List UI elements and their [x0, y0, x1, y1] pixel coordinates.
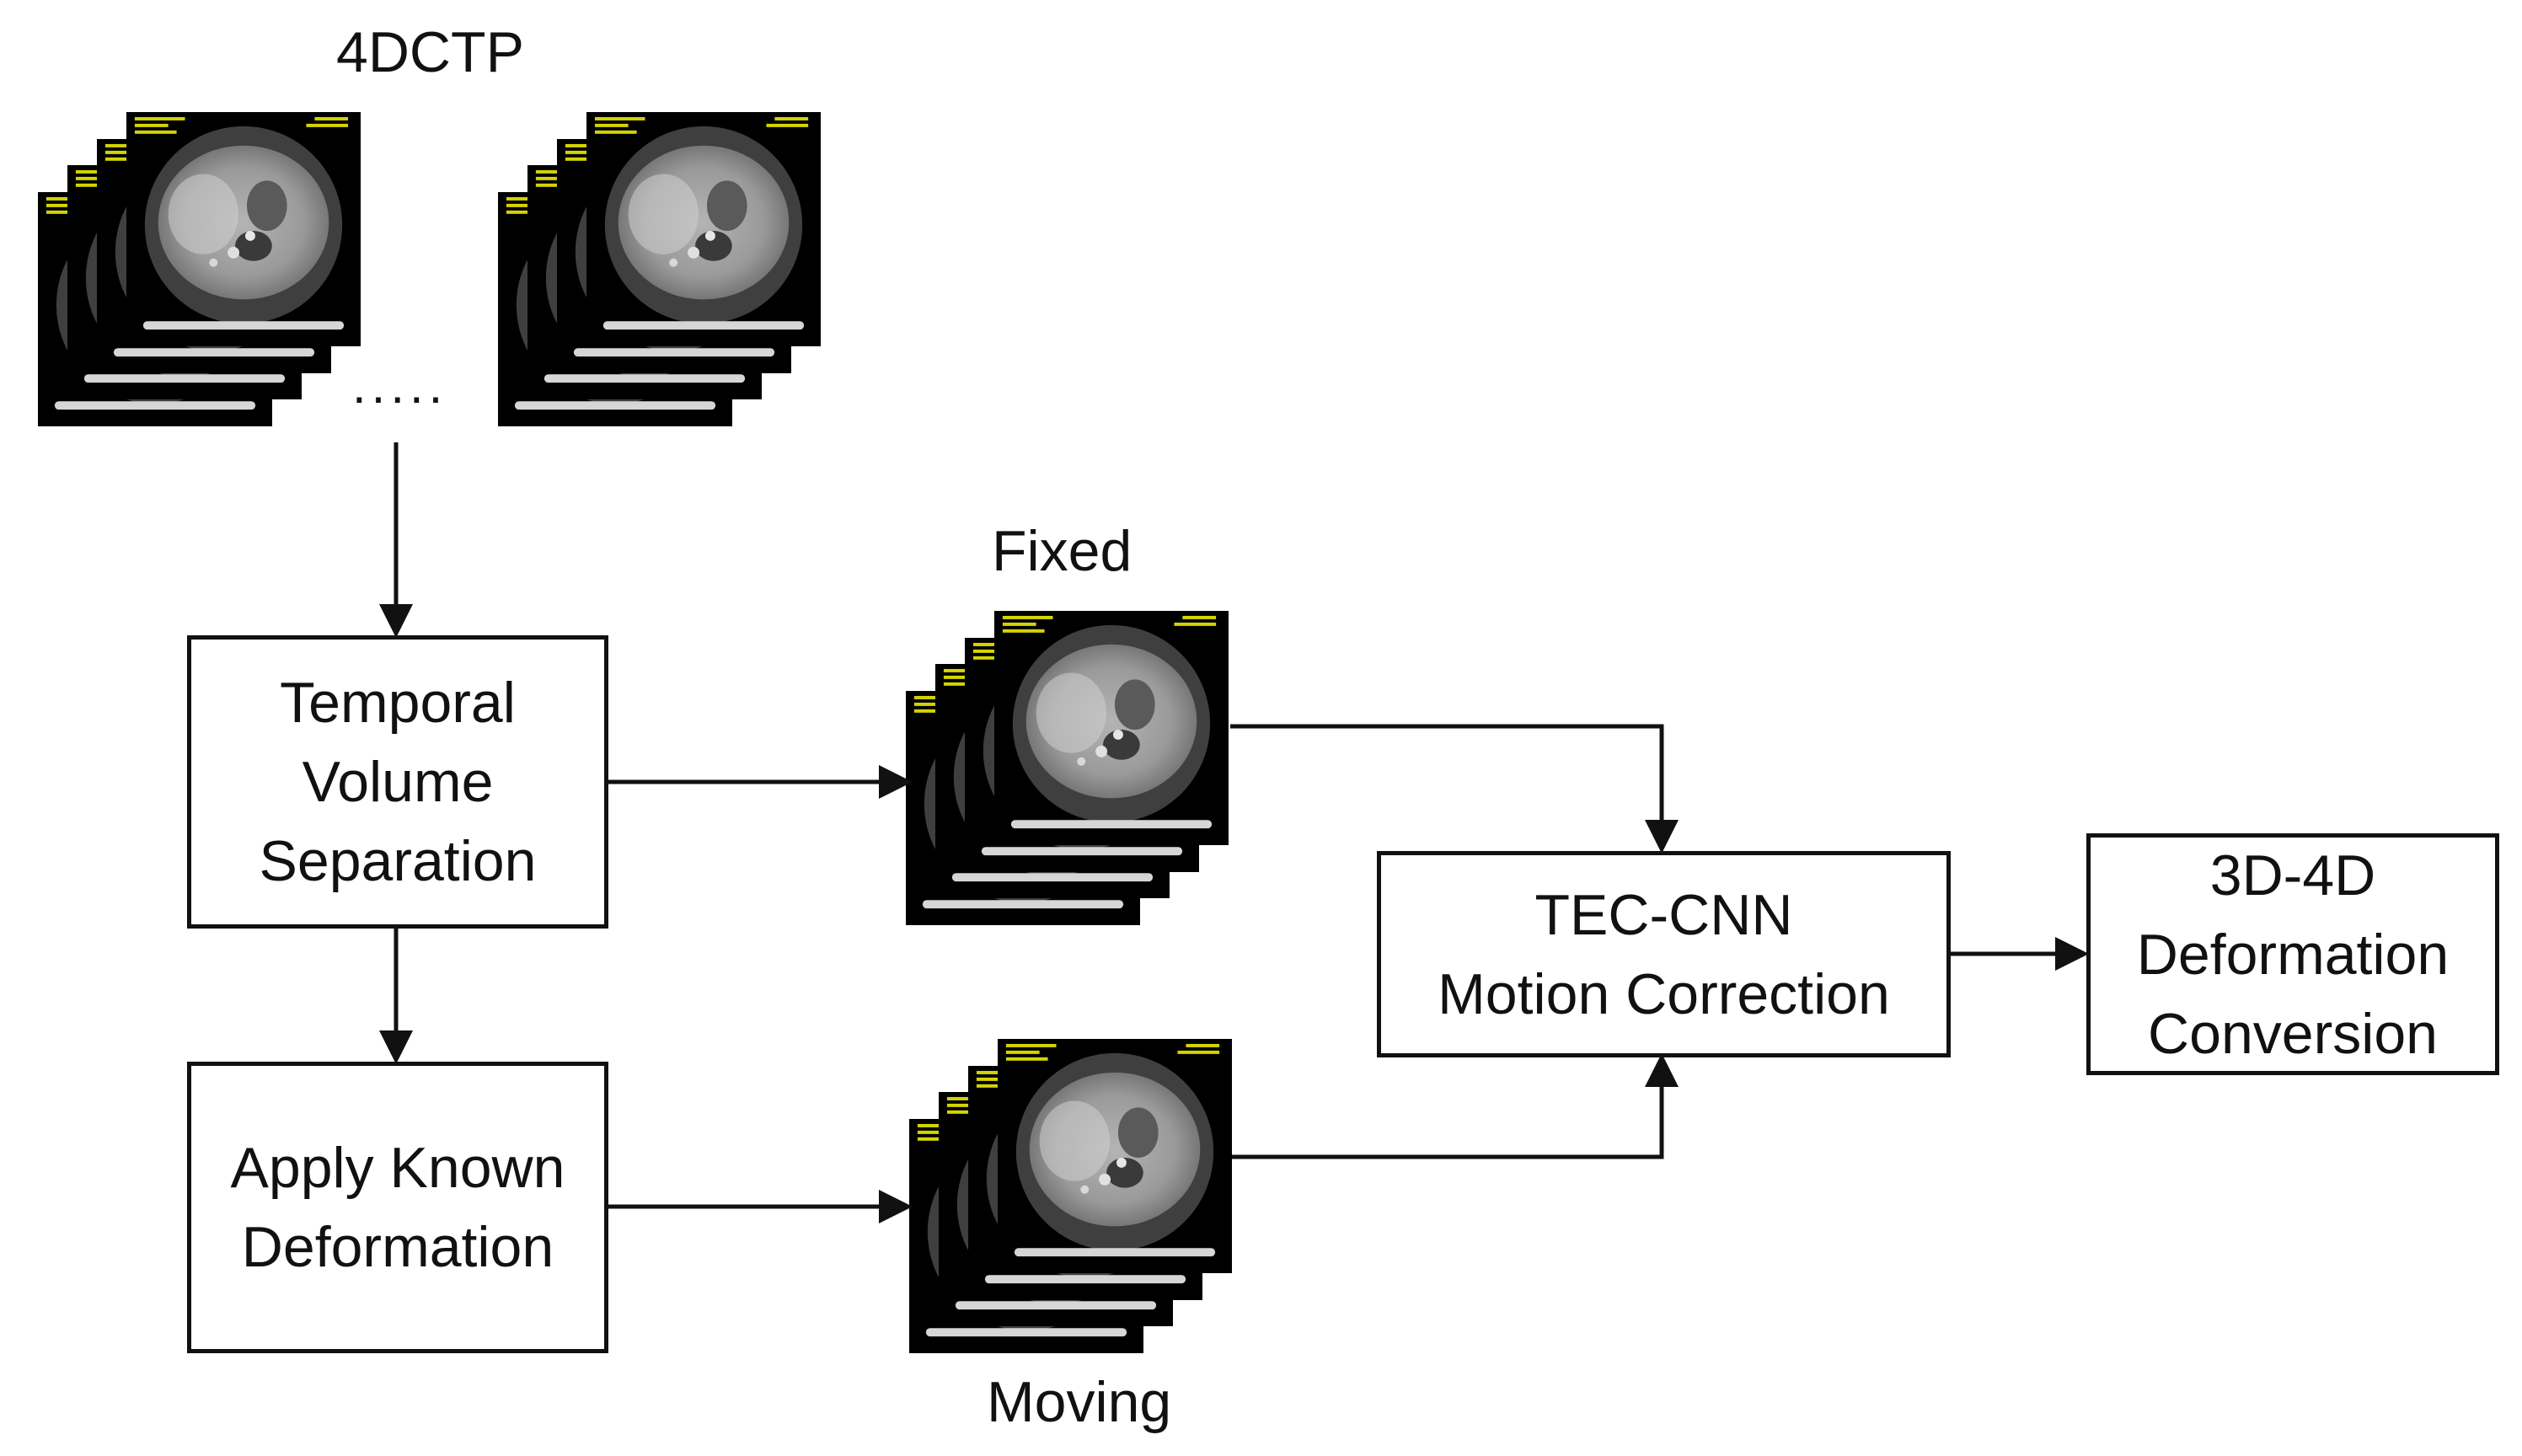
arrow-fixed-to-tec-cnn: [1230, 724, 1679, 854]
3d-4d-deformation-conversion-box: 3D-4D Deformation Conversion: [2086, 833, 2499, 1075]
box-line: Conversion: [2148, 1001, 2438, 1066]
box-line: Motion Correction: [1438, 961, 1890, 1026]
tec-cnn-motion-correction-box: TEC-CNN Motion Correction: [1377, 851, 1951, 1057]
box-line: Volume: [302, 750, 494, 814]
ct-slice-icon: [126, 112, 361, 346]
label-4dctp: 4DCTP: [336, 20, 524, 84]
ct-stack-moving-icon: [909, 1039, 1232, 1353]
connectors: [379, 442, 2089, 1223]
ct-stack-fixed-icon: [906, 611, 1229, 925]
box-line: Deformation: [241, 1215, 554, 1279]
box-line: Deformation: [2136, 922, 2450, 987]
ct-slice-icon: [998, 1039, 1232, 1273]
label-fixed: Fixed: [992, 519, 1132, 583]
box-line: 3D-4D: [2209, 843, 2376, 907]
ct-slice-icon: [994, 611, 1229, 845]
ct-slice-icon: [586, 112, 821, 346]
apply-known-deformation-box: Apply Known Deformation: [187, 1062, 608, 1353]
box-line: Separation: [259, 829, 537, 893]
box-line: TEC-CNN: [1534, 882, 1793, 947]
temporal-volume-separation-box: Temporal Volume Separation: [187, 635, 608, 929]
box-line: Apply Known: [230, 1136, 565, 1200]
arrow-moving-to-tec-cnn: [1232, 1053, 1679, 1159]
box-line: Temporal: [280, 671, 516, 735]
ellipsis: .....: [352, 357, 448, 414]
ct-stack-input-last-icon: [498, 112, 821, 426]
ct-stack-input-first-icon: [38, 112, 361, 426]
label-moving: Moving: [987, 1370, 1172, 1434]
